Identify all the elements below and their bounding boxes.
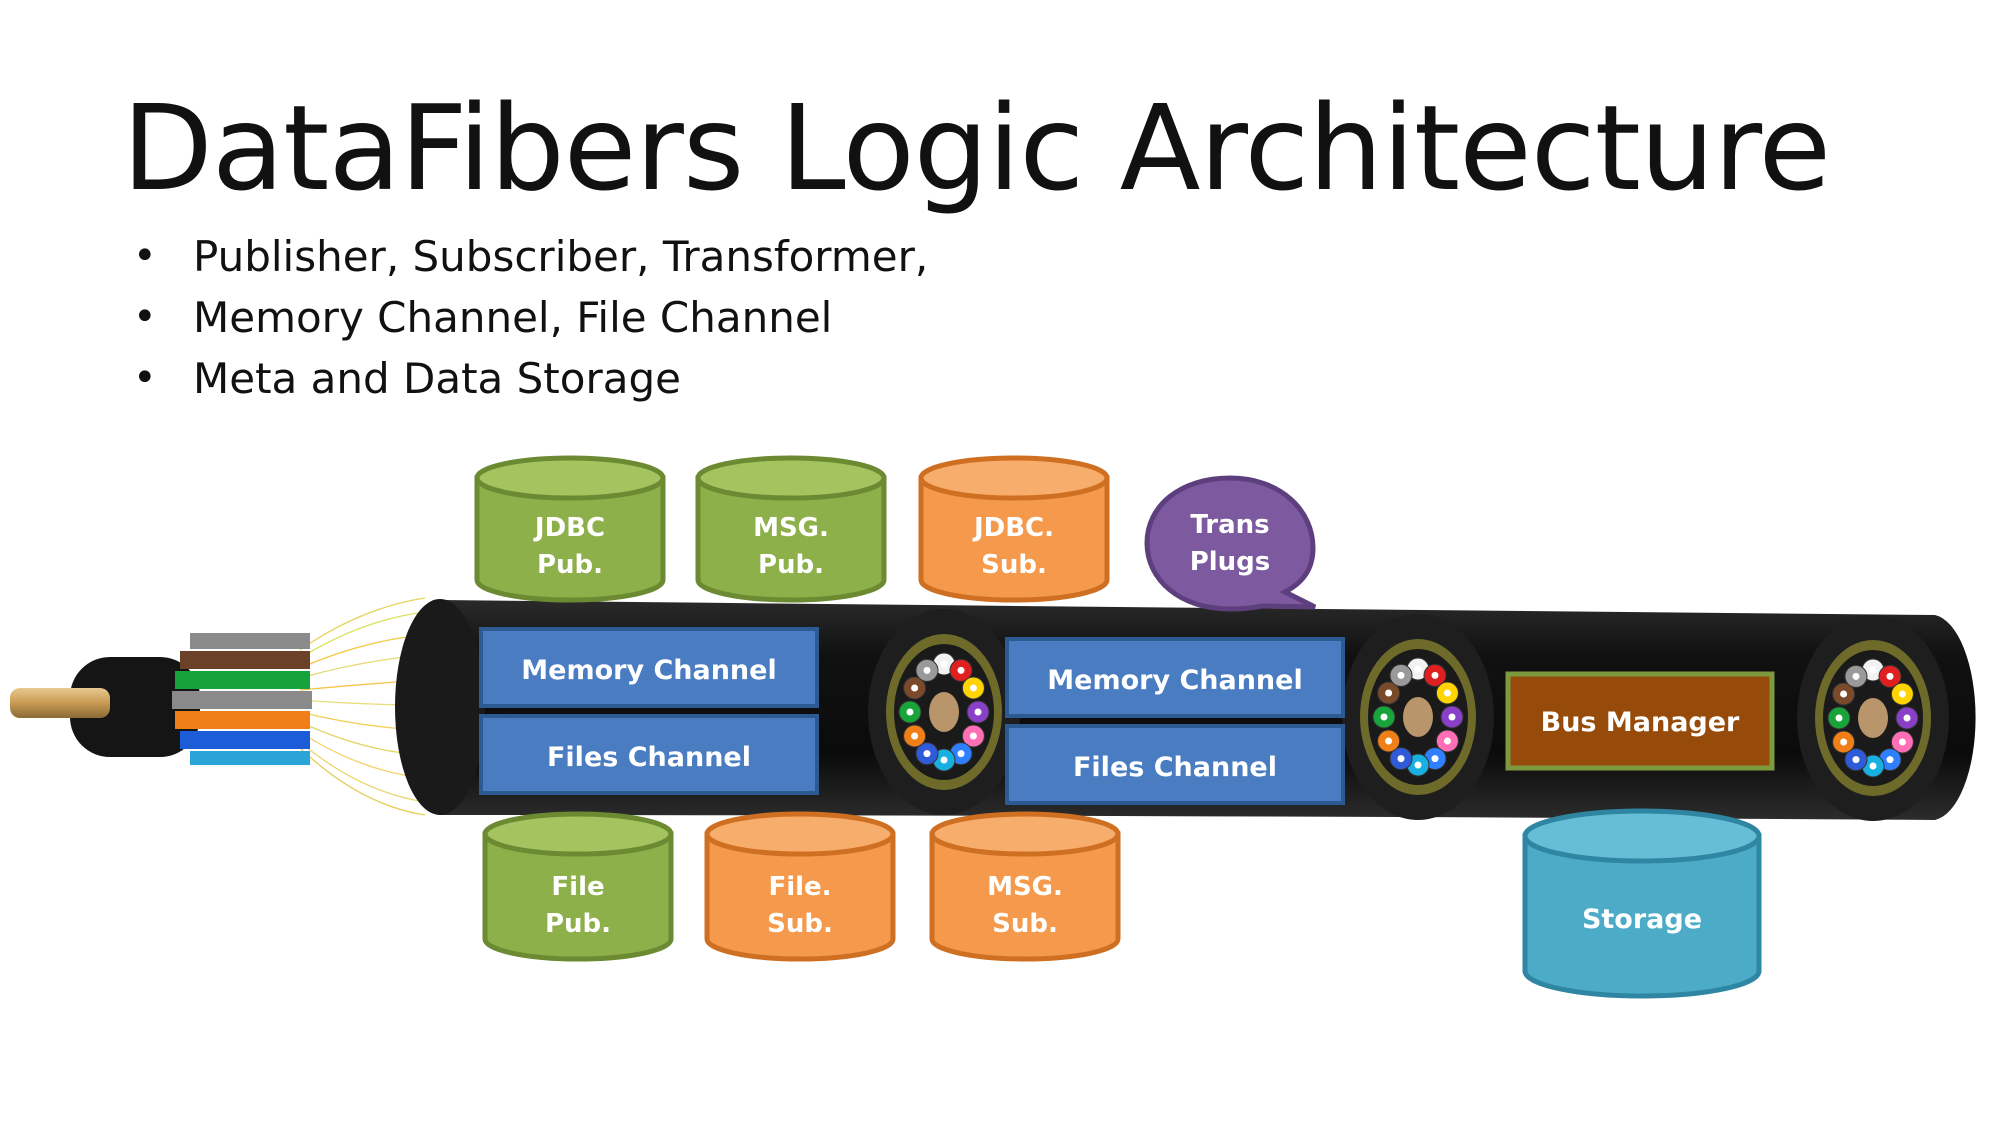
cable-cross-section-icon bbox=[1342, 614, 1494, 820]
bus-manager: Bus Manager bbox=[1505, 671, 1775, 771]
bus-manager-label: Bus Manager bbox=[1541, 707, 1740, 738]
bullet-dot-icon: • bbox=[133, 233, 157, 279]
storage-cylinder: Storage bbox=[1522, 808, 1762, 999]
bullet-item: • Memory Channel, File Channel bbox=[128, 287, 928, 348]
cylinder-label-line1: JDBC. bbox=[972, 513, 1054, 543]
file-sub-cylinder: File. Sub. bbox=[704, 811, 896, 962]
msg-pub-cylinder: MSG. Pub. bbox=[695, 455, 887, 603]
bus-manager-box bbox=[1505, 671, 1775, 771]
cylinder-label-line1: MSG. bbox=[987, 872, 1063, 902]
memory-channel-box bbox=[479, 627, 819, 708]
middle-channels: Memory Channel Files Channel bbox=[1005, 637, 1345, 805]
top-cylinders: JDBC Pub. MSG. Pub. JDBC. Sub. bbox=[474, 455, 1110, 603]
bullet-text: Publisher, Subscriber, Transformer, bbox=[193, 232, 929, 281]
cylinder-label-line2: Pub. bbox=[537, 550, 603, 580]
callout-line1: Trans bbox=[1190, 510, 1269, 540]
cable-cross-section-icon bbox=[1797, 615, 1949, 821]
colored-tubes bbox=[172, 633, 312, 765]
cylinder-label-line2: Sub. bbox=[981, 550, 1047, 580]
storage-label: Storage bbox=[1582, 904, 1702, 935]
msg-sub-cylinder: MSG. Sub. bbox=[929, 811, 1121, 962]
trans-plugs-callout: Trans Plugs bbox=[1144, 475, 1317, 612]
bullet-item: • Publisher, Subscriber, Transformer, bbox=[128, 226, 928, 287]
memory-channel-label: Memory Channel bbox=[521, 655, 776, 686]
cable-cross-section-icon bbox=[868, 609, 1020, 815]
cable-cross-sections bbox=[868, 609, 1949, 821]
memory-channel-label: Memory Channel bbox=[1047, 665, 1302, 696]
cylinder-label-line2: Pub. bbox=[758, 550, 824, 580]
cylinder-label-line1: JDBC bbox=[533, 513, 605, 543]
page-title: DataFibers Logic Architecture bbox=[122, 79, 1831, 217]
jdbc-pub-cylinder: JDBC Pub. bbox=[474, 455, 666, 603]
bullet-text: Memory Channel, File Channel bbox=[193, 293, 833, 342]
cylinder-label-line2: Sub. bbox=[767, 909, 833, 939]
files-channel-box bbox=[1005, 724, 1345, 805]
bullet-text: Meta and Data Storage bbox=[193, 354, 681, 403]
memory-channel-box bbox=[1005, 637, 1345, 718]
cylinder-label-line1: MSG. bbox=[753, 513, 829, 543]
bullet-item: • Meta and Data Storage bbox=[128, 348, 928, 409]
bullet-dot-icon: • bbox=[133, 294, 157, 340]
fiber-cable-end bbox=[10, 597, 426, 816]
files-channel-label: Files Channel bbox=[1073, 752, 1277, 783]
cylinder-label-line1: File. bbox=[768, 872, 831, 902]
file-pub-cylinder: File Pub. bbox=[482, 811, 674, 962]
bullet-list: • Publisher, Subscriber, Transformer, • Me… bbox=[128, 226, 928, 409]
jdbc-sub-cylinder: JDBC. Sub. bbox=[918, 455, 1110, 603]
cylinder-label-line1: File bbox=[551, 872, 604, 902]
copper-core bbox=[10, 688, 110, 718]
callout-line2: Plugs bbox=[1190, 547, 1271, 577]
left-channels: Memory Channel Files Channel bbox=[479, 627, 819, 795]
bottom-cylinders: File Pub. File. Sub. MSG. Sub. bbox=[482, 811, 1121, 962]
files-channel-box bbox=[479, 714, 819, 795]
inner-jacket bbox=[70, 657, 200, 757]
cylinder-label-line2: Pub. bbox=[545, 909, 611, 939]
cylinder-label-line2: Sub. bbox=[992, 909, 1058, 939]
bullet-dot-icon: • bbox=[133, 355, 157, 401]
files-channel-label: Files Channel bbox=[547, 742, 751, 773]
